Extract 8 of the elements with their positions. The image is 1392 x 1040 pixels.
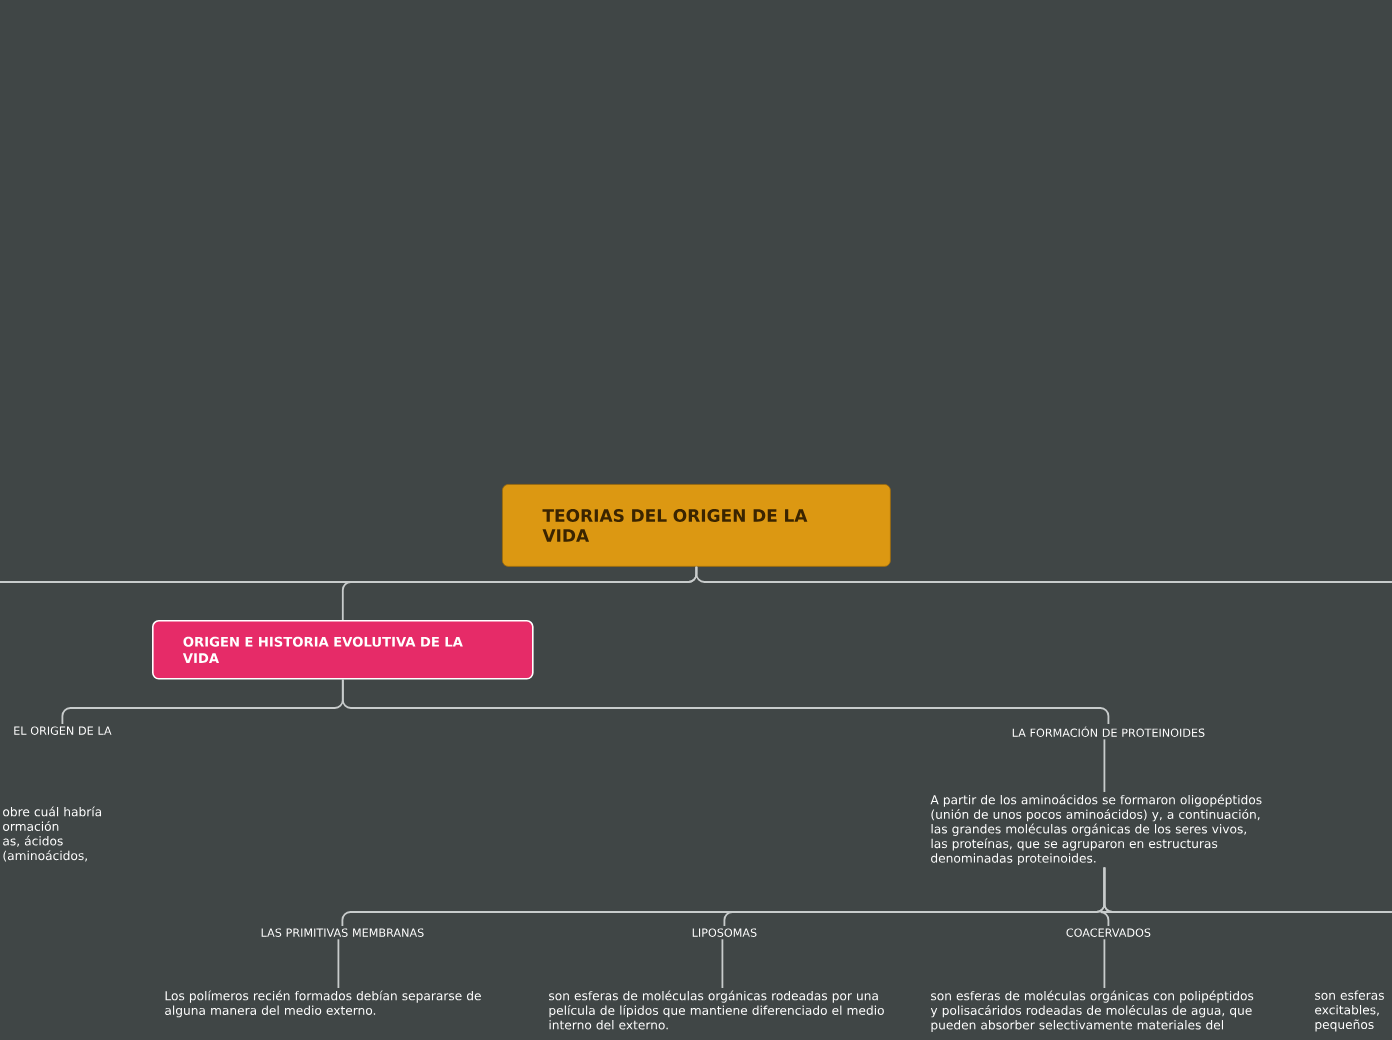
connector-line <box>1103 866 1392 913</box>
connector-line <box>1103 938 1106 989</box>
connector-line <box>695 565 1392 583</box>
connector-line <box>341 678 1110 725</box>
title-box: TEORIAS DEL ORIGEN DE LA VIDA <box>502 484 891 567</box>
connector-line <box>1103 738 1106 793</box>
connector-line <box>721 938 724 989</box>
connector-line <box>337 938 340 989</box>
